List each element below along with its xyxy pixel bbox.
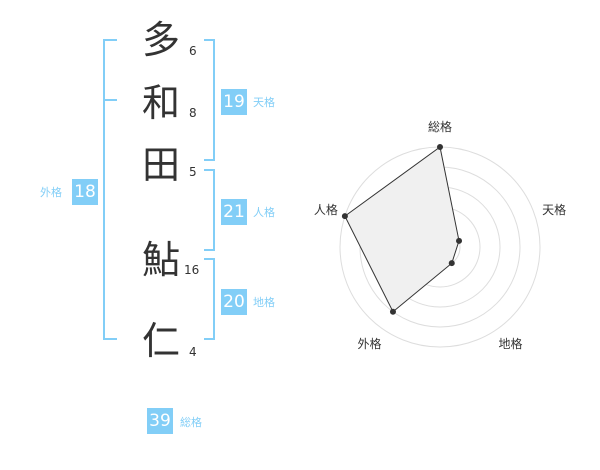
radar-point: [448, 260, 455, 267]
soukaku-value: 39: [147, 408, 173, 434]
radar-point: [437, 144, 443, 150]
gaikaku-value: 18: [72, 179, 98, 205]
tenkaku-bracket: [204, 39, 215, 161]
chikaku-bracket: [204, 258, 215, 340]
soukaku-label: 総格: [180, 416, 202, 429]
chikaku-label: 地格: [253, 296, 275, 309]
jinkaku-bracket: [204, 169, 215, 251]
radar-point: [389, 308, 396, 315]
name-char-4: 鮎: [141, 238, 180, 282]
gaikaku-bracket: [103, 39, 117, 340]
name-char-5: 仁: [141, 319, 180, 363]
stroke-count-3: 5: [189, 165, 197, 179]
name-char-1: 多: [141, 18, 180, 62]
stroke-count-1: 6: [189, 44, 197, 58]
name-char-3: 田: [141, 143, 180, 187]
tenkaku-value: 19: [221, 89, 247, 115]
gaikaku-label: 外格: [40, 186, 62, 199]
radar-axis-label: 外格: [357, 336, 381, 351]
radar-axis-label: 総格: [428, 119, 452, 134]
radar-axis-label: 天格: [542, 202, 566, 217]
radar-point: [341, 213, 348, 220]
tenkaku-label: 天格: [253, 96, 275, 109]
chikaku-value: 20: [221, 289, 247, 315]
radar-area: [344, 146, 460, 313]
name-char-2: 和: [141, 81, 180, 125]
stroke-count-2: 8: [189, 106, 197, 120]
radar-axis-label: 地格: [499, 336, 523, 351]
jinkaku-label: 人格: [253, 206, 275, 219]
radar-point: [456, 237, 463, 244]
radar-points: [341, 144, 463, 315]
radar-axis-label: 人格: [314, 202, 338, 217]
stroke-count-4: 16: [184, 263, 200, 277]
jinkaku-value: 21: [221, 199, 247, 225]
stroke-count-5: 4: [189, 345, 197, 359]
